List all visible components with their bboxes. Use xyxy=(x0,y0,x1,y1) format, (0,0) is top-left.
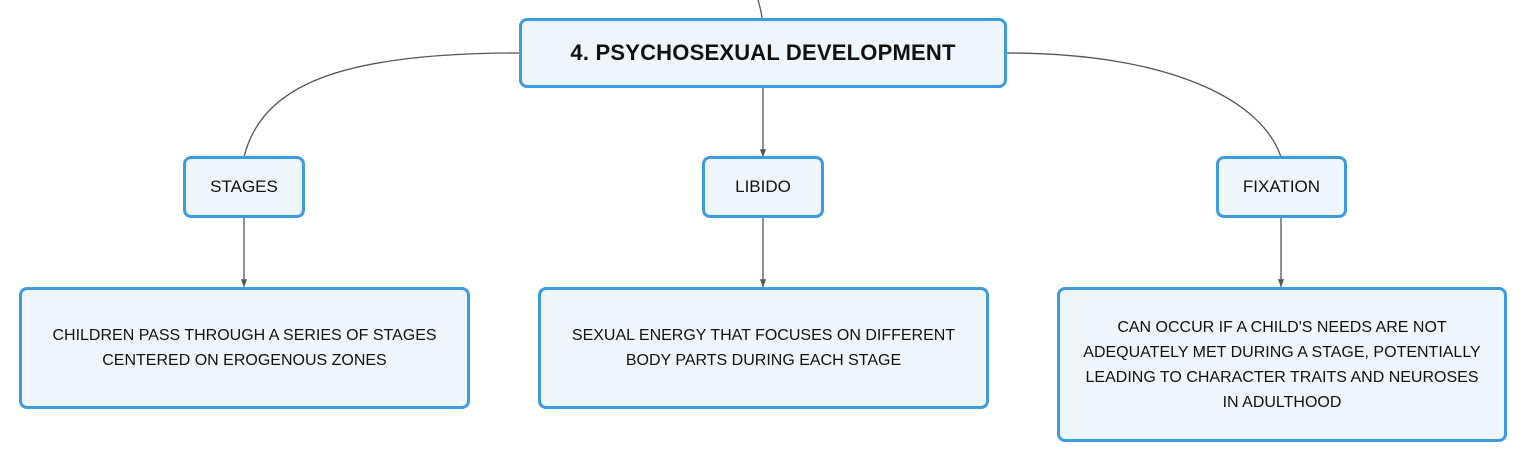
connector-root-to-fixation xyxy=(1006,52,1282,158)
topic-node-label: LIBIDO xyxy=(735,177,791,196)
topic-node-libido[interactable]: LIBIDO xyxy=(702,156,824,218)
detail-node-libido[interactable]: SEXUAL ENERGY THAT FOCUSES ON DIFFERENT … xyxy=(538,287,989,409)
root-node-label: 4. PSYCHOSEXUAL DEVELOPMENT xyxy=(570,40,956,65)
topic-node-label: STAGES xyxy=(210,177,278,196)
topic-node-label: FIXATION xyxy=(1242,177,1321,196)
detail-node-text: CAN OCCUR IF A CHILD'S NEEDS ARE NOT ADE… xyxy=(1083,318,1481,411)
connector-parent-to-root xyxy=(757,0,763,19)
detail-node-fixation[interactable]: CAN OCCUR IF A CHILD'S NEEDS ARE NOT ADE… xyxy=(1057,287,1507,442)
topic-node-fixation[interactable]: FIXATION xyxy=(1216,156,1347,218)
topic-node-stages[interactable]: STAGES xyxy=(183,156,305,218)
connector-root-to-stages xyxy=(243,52,520,158)
detail-node-text: SEXUAL ENERGY THAT FOCUSES ON DIFFERENT … xyxy=(571,327,956,369)
root-node[interactable]: 4. PSYCHOSEXUAL DEVELOPMENT xyxy=(519,18,1007,88)
detail-node-text: CHILDREN PASS THROUGH A SERIES OF STAGES… xyxy=(52,327,437,369)
detail-node-stages[interactable]: CHILDREN PASS THROUGH A SERIES OF STAGES… xyxy=(19,287,470,409)
